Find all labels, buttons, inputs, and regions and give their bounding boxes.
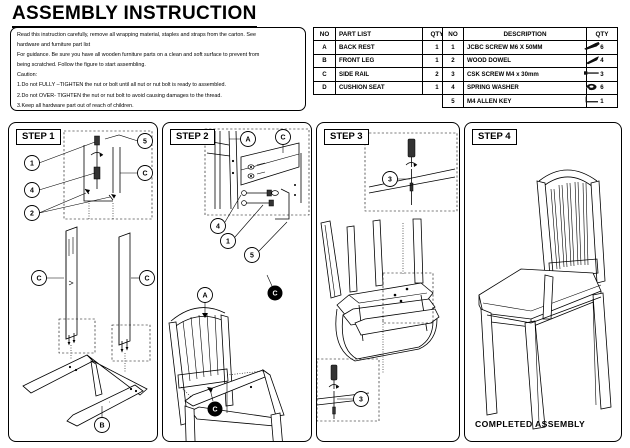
table-header-row: NO PART LIST QTY bbox=[313, 26, 452, 42]
hardware-no: 4 bbox=[442, 80, 464, 95]
step-4-panel: STEP 4 bbox=[464, 122, 622, 442]
caution-item: 3.Keep all hardware part out of reach of… bbox=[17, 102, 134, 109]
step-2-panel: STEP 2 bbox=[162, 122, 312, 442]
svg-text:C: C bbox=[144, 276, 149, 283]
svg-text:4: 4 bbox=[216, 224, 220, 231]
table-row: 3 CSK SCREW M4 x 30mm 3 bbox=[442, 67, 618, 82]
column-header-desc: DESCRIPTION bbox=[463, 26, 587, 42]
part-name: SIDE RAIL bbox=[335, 67, 423, 82]
column-header-part: PART LIST bbox=[335, 26, 423, 42]
step-3-panel: STEP 3 3 bbox=[316, 122, 460, 442]
caution-heading: Caution: bbox=[17, 72, 38, 79]
svg-text:3: 3 bbox=[388, 177, 392, 184]
table-row: 1 JCBC SCREW M6 X 50MM 6 bbox=[442, 40, 618, 55]
hardware-qty: 1 bbox=[586, 93, 618, 109]
svg-text:C: C bbox=[36, 276, 41, 283]
step-4-diagram bbox=[478, 169, 612, 430]
caution-item: 1.Do not FULLY –TIGHTEN the nut or bolt … bbox=[17, 82, 226, 89]
step-4-label: STEP 4 bbox=[472, 129, 517, 145]
intro-line: Read this instruction carefully, remove … bbox=[17, 32, 256, 38]
step-3-label: STEP 3 bbox=[324, 129, 369, 145]
table-row: 5 M4 ALLEN KEY 1 bbox=[442, 93, 618, 109]
svg-text:1: 1 bbox=[226, 239, 230, 246]
hardware-no: 2 bbox=[442, 53, 464, 69]
intro-line: For guidance. Be sure you have all woode… bbox=[17, 52, 260, 59]
step-1-label: STEP 1 bbox=[16, 129, 61, 145]
table-row: A BACK REST 1 bbox=[313, 40, 452, 55]
hardware-desc: CSK SCREW M4 x 30mm bbox=[467, 70, 539, 78]
intro-line: hardware and furniture part list bbox=[17, 42, 91, 49]
column-header-qty: QTY bbox=[586, 26, 618, 42]
part-name: FRONT LEG bbox=[335, 53, 423, 69]
table-row: C SIDE RAIL 2 bbox=[313, 67, 452, 82]
caution-item: 2.Do not OVER- TIGHTEN the nut or nut bo… bbox=[17, 92, 222, 99]
part-no: B bbox=[313, 53, 336, 69]
hardware-list-table: NO DESCRIPTION QTY 1 JCBC SCREW M6 X 50M… bbox=[442, 26, 618, 109]
hardware-desc-cell: SPRING WASHER bbox=[463, 80, 597, 95]
svg-text:5: 5 bbox=[143, 139, 147, 146]
step-1-diagram: 1 4 2 5 C bbox=[22, 130, 155, 433]
step-1-panel: STEP 1 bbox=[8, 122, 158, 442]
hardware-desc: SPRING WASHER bbox=[467, 84, 519, 92]
hardware-desc: WOOD DOWEL bbox=[467, 57, 512, 65]
page-title: ASSEMBLY INSTRUCTION bbox=[12, 3, 257, 28]
part-no: A bbox=[313, 40, 336, 55]
hardware-no: 5 bbox=[442, 93, 464, 109]
step-2-diagram: 4 1 5 A C bbox=[168, 128, 310, 441]
hardware-desc-cell: M4 ALLEN KEY bbox=[463, 93, 598, 109]
svg-text:A: A bbox=[245, 137, 250, 144]
column-header-no: NO bbox=[313, 26, 336, 42]
svg-text:3: 3 bbox=[359, 397, 363, 404]
svg-text:2: 2 bbox=[30, 211, 34, 218]
svg-text:4: 4 bbox=[30, 188, 34, 195]
hardware-no: 1 bbox=[442, 40, 464, 55]
hardware-desc-cell: JCBC SCREW M6 X 50MM bbox=[463, 40, 600, 55]
instruction-text-box: Read this instruction carefully, remove … bbox=[10, 27, 306, 111]
part-no: C bbox=[313, 67, 336, 82]
hardware-desc: M4 ALLEN KEY bbox=[467, 97, 512, 105]
svg-text:A: A bbox=[202, 293, 207, 300]
completed-assembly-caption: COMPLETED ASSEMBLY bbox=[475, 419, 586, 429]
hardware-no: 3 bbox=[442, 67, 464, 82]
step-2-label: STEP 2 bbox=[170, 129, 215, 145]
svg-text:1: 1 bbox=[30, 161, 34, 168]
table-row: 4 SPRING WASHER 6 bbox=[442, 80, 618, 95]
svg-text:B: B bbox=[99, 423, 104, 430]
svg-text:C: C bbox=[272, 291, 277, 298]
table-row: D CUSHION SEAT 1 bbox=[313, 80, 452, 95]
svg-text:C: C bbox=[212, 407, 217, 414]
step-3-diagram: 3 bbox=[317, 132, 458, 422]
svg-text:C: C bbox=[280, 135, 285, 142]
hardware-desc-cell: WOOD DOWEL bbox=[463, 53, 600, 69]
part-name: BACK REST bbox=[335, 40, 423, 55]
table-header-row: NO DESCRIPTION QTY bbox=[442, 26, 618, 42]
hardware-desc-cell: CSK SCREW M4 x 30mm bbox=[463, 67, 599, 82]
part-name: CUSHION SEAT bbox=[335, 80, 423, 95]
column-header-no: NO bbox=[442, 26, 464, 42]
svg-text:5: 5 bbox=[250, 253, 254, 260]
svg-text:C: C bbox=[142, 171, 147, 178]
hardware-qty: 4 bbox=[586, 53, 618, 69]
hardware-desc: JCBC SCREW M6 X 50MM bbox=[467, 44, 543, 52]
table-row: B FRONT LEG 1 bbox=[313, 53, 452, 69]
intro-line: being scratched. Follow the figure to st… bbox=[17, 62, 146, 69]
part-no: D bbox=[313, 80, 336, 95]
table-row: 2 WOOD DOWEL 4 bbox=[442, 53, 618, 69]
part-list-table: NO PART LIST QTY A BACK REST 1 B FRONT L… bbox=[313, 26, 452, 95]
